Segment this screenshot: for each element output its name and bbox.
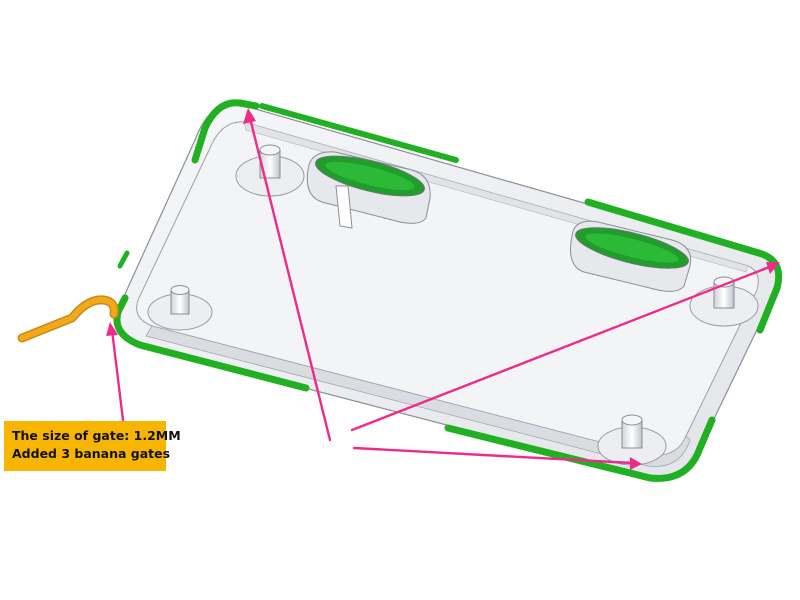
- support-rib: [335, 185, 353, 229]
- screw-boss-bottom-left: [147, 285, 213, 331]
- banana-gate-runner: [17, 295, 119, 343]
- arrowhead-top-gate: [243, 108, 256, 124]
- arrowhead-right-gate: [766, 262, 780, 274]
- arrow-to-top-gate: [248, 116, 332, 442]
- banana-gates-text: Added 3 banana gates: [12, 446, 171, 461]
- gate-size-text: The size of gate: 1.2MM: [12, 428, 181, 443]
- arrowhead-bottom-gate: [630, 457, 642, 470]
- screw-boss-bottom-right: [597, 414, 667, 466]
- housing-tray: [116, 103, 780, 480]
- screw-boss-top-right: [689, 276, 759, 327]
- arrow-to-bottom-gate: [352, 446, 634, 465]
- gate-annotation-callout: The size of gate: 1.2MM Added 3 banana g…: [4, 421, 181, 471]
- arrowhead-runner: [106, 322, 118, 336]
- rim-highlight: [113, 99, 783, 482]
- arrow-to-runner: [110, 328, 125, 422]
- arrow-to-right-gate: [350, 264, 774, 432]
- oval-boss-right: [570, 220, 692, 292]
- gate-arrows: [106, 108, 780, 470]
- screw-boss-top-left: [235, 144, 305, 197]
